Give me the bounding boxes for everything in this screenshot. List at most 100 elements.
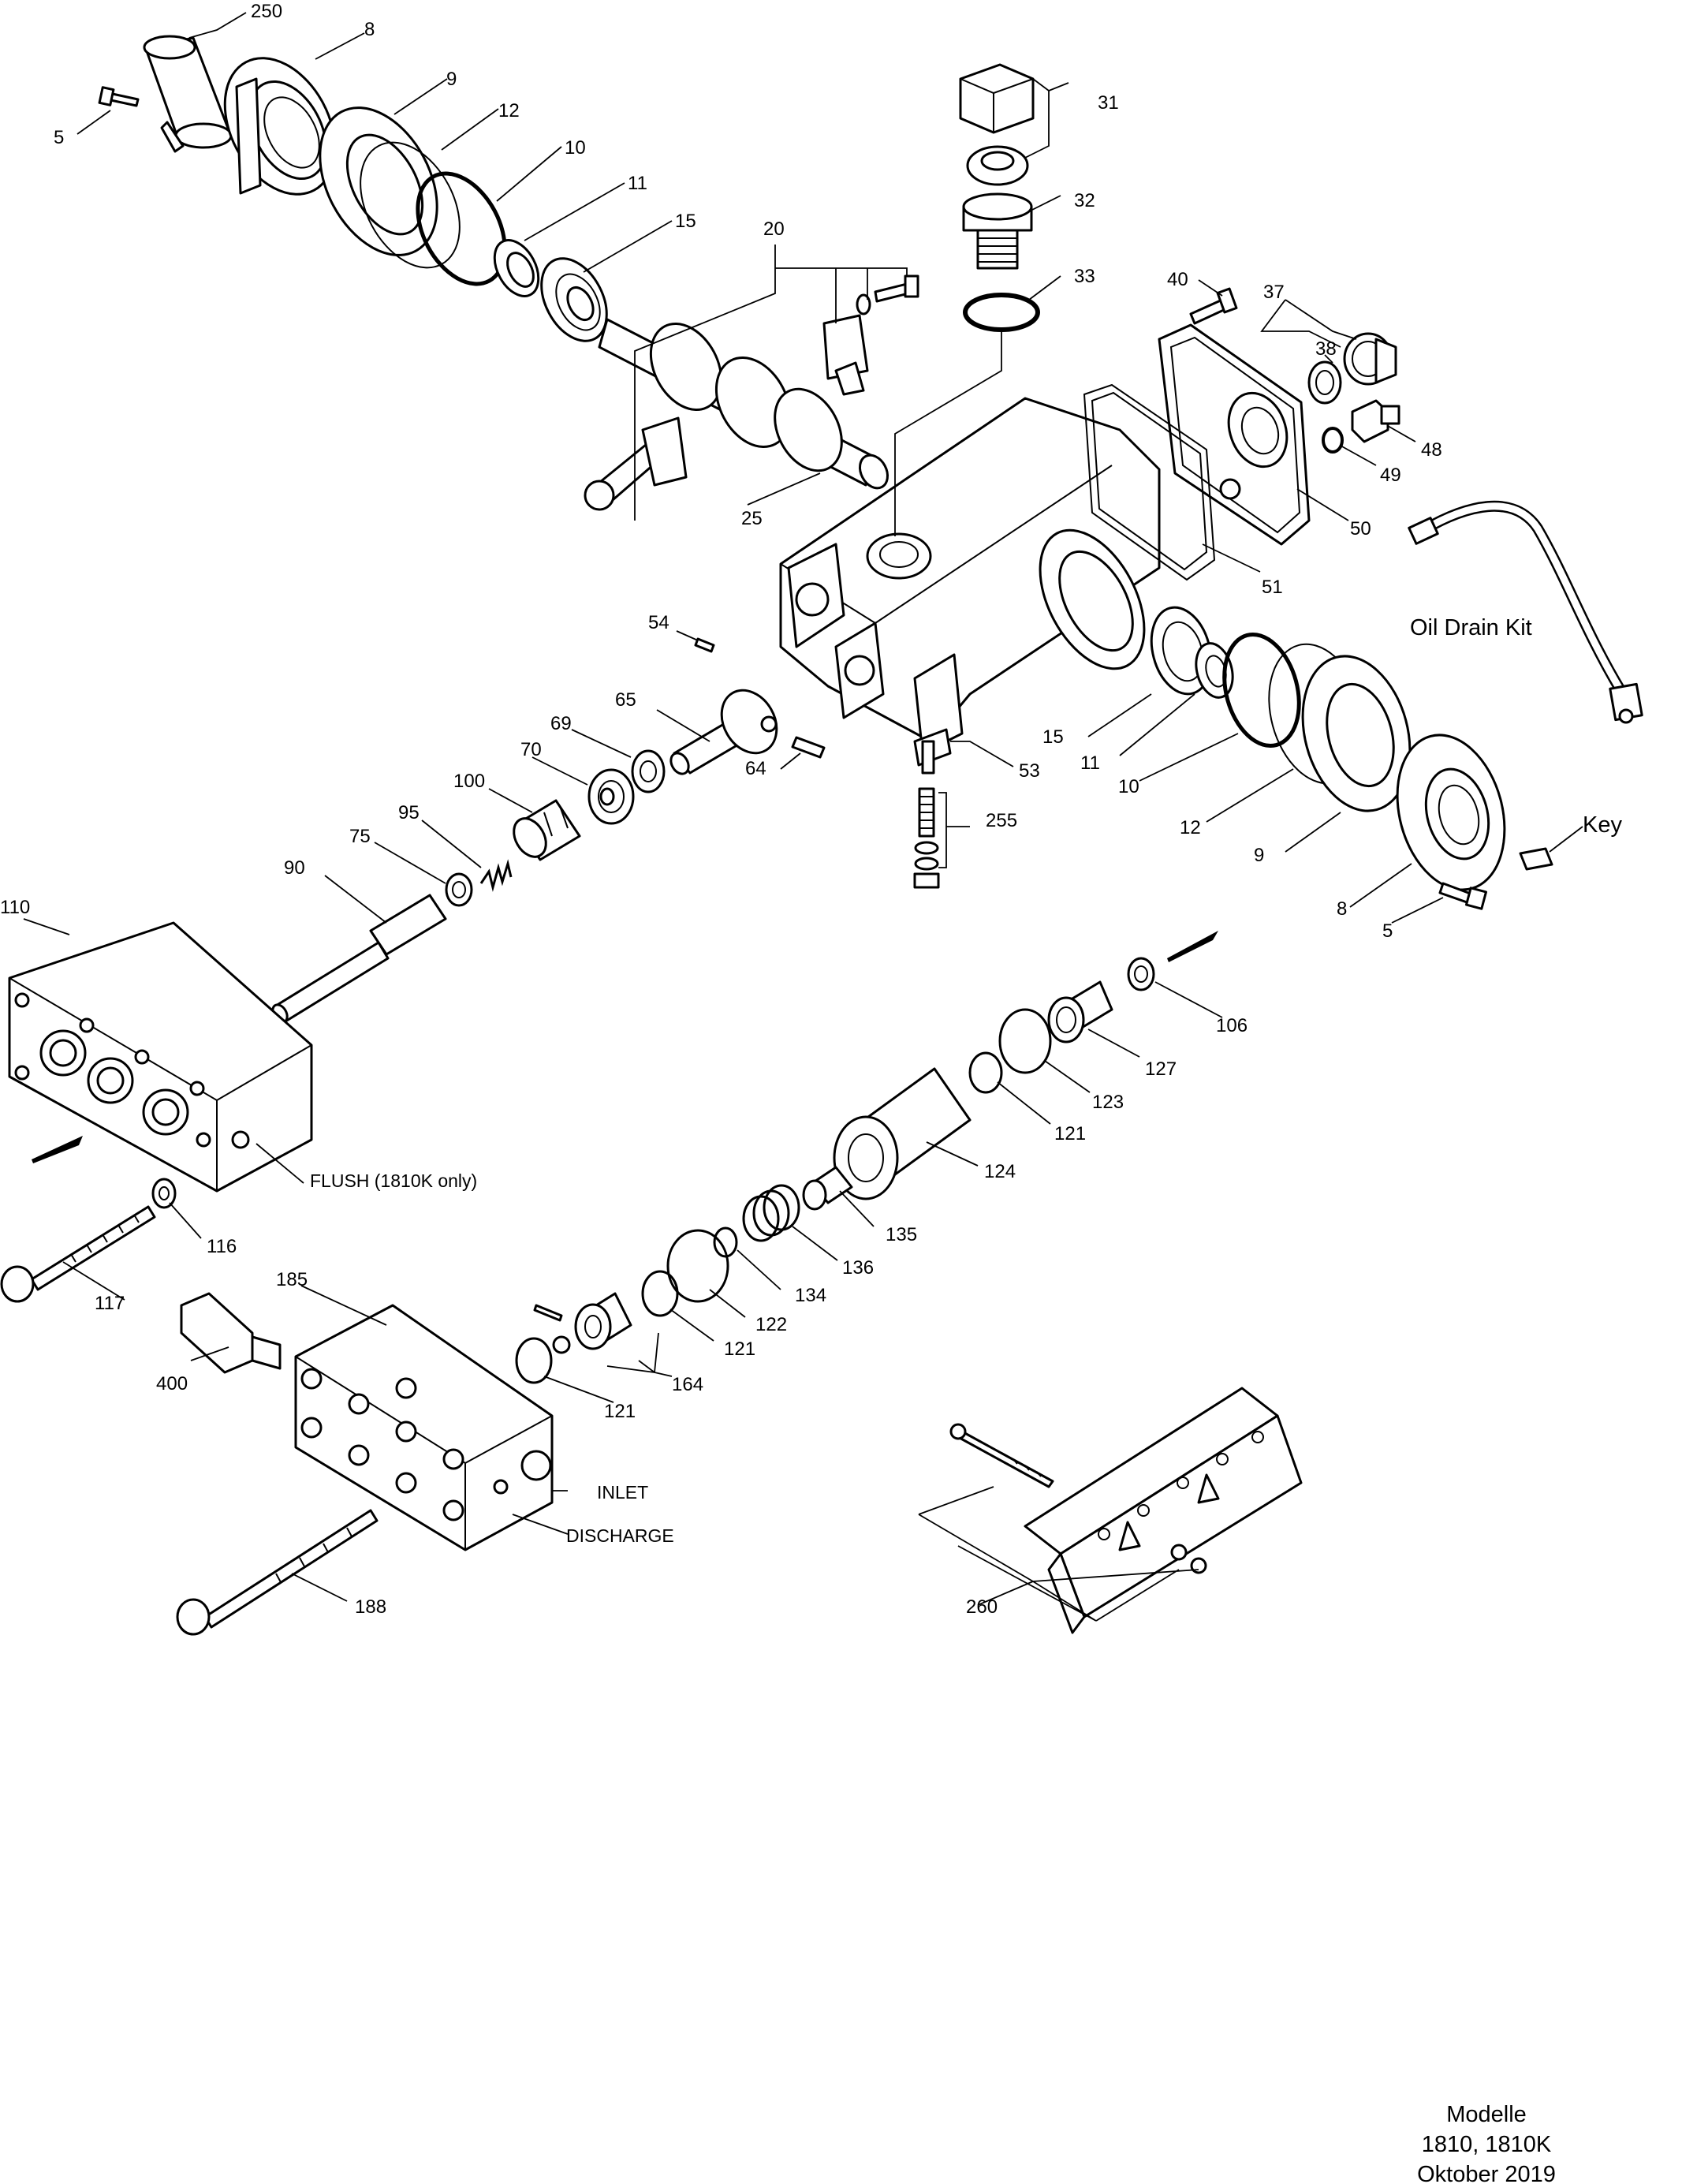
label-49: 49 bbox=[1380, 465, 1401, 486]
part-65-plunger-rod bbox=[669, 689, 778, 775]
label-65: 65 bbox=[615, 689, 636, 711]
part-15-bearing-top bbox=[540, 257, 608, 342]
part-49-seal bbox=[1322, 427, 1344, 454]
part-122-oring bbox=[666, 1229, 729, 1303]
part-135-seat bbox=[802, 1166, 853, 1211]
key-label: Key bbox=[1583, 812, 1622, 838]
part-48-drain-plug bbox=[1351, 399, 1400, 443]
part-127-sleeve bbox=[1047, 980, 1113, 1043]
label-121-a: 121 bbox=[1054, 1123, 1086, 1144]
part-255-stud-assembly bbox=[913, 787, 940, 889]
part-164-valve bbox=[533, 1292, 632, 1354]
label-10-right: 10 bbox=[1118, 776, 1139, 797]
label-38: 38 bbox=[1315, 338, 1337, 360]
part-250-cover-sleeve bbox=[143, 35, 233, 153]
label-25: 25 bbox=[741, 508, 763, 529]
label-116: 116 bbox=[207, 1236, 237, 1257]
part-136-spring bbox=[742, 1184, 800, 1242]
label-40: 40 bbox=[1167, 269, 1188, 290]
part-95-spring bbox=[479, 859, 513, 892]
part-9-gasket-right bbox=[1301, 655, 1412, 812]
label-32: 32 bbox=[1074, 190, 1095, 211]
label-50: 50 bbox=[1350, 518, 1371, 539]
label-106: 106 bbox=[1216, 1015, 1248, 1036]
part-40-bolt bbox=[1189, 287, 1238, 325]
part-51-rear-gasket bbox=[1083, 383, 1216, 581]
label-121-c: 121 bbox=[604, 1401, 636, 1422]
label-121-b: 121 bbox=[724, 1338, 755, 1360]
part-75-washer bbox=[445, 872, 473, 907]
label-53: 53 bbox=[1019, 760, 1040, 782]
part-10-oring-top bbox=[416, 171, 507, 286]
label-9-top: 9 bbox=[446, 69, 457, 90]
label-8-top: 8 bbox=[364, 19, 375, 40]
label-127: 127 bbox=[1145, 1058, 1177, 1080]
crankcase-body bbox=[779, 397, 1161, 767]
part-50-rear-cover bbox=[1158, 323, 1311, 546]
part-5-bolt-top bbox=[98, 86, 140, 107]
part-123-oring bbox=[998, 1008, 1052, 1074]
label-12-top: 12 bbox=[498, 100, 520, 121]
part-31-oil-cap bbox=[959, 63, 1035, 186]
label-54: 54 bbox=[648, 612, 669, 633]
part-121c-oring bbox=[515, 1337, 553, 1384]
part-188-bolt bbox=[176, 1509, 379, 1636]
footer-date: Oktober 2019 bbox=[1417, 2162, 1556, 2184]
part-117-bolt bbox=[0, 1205, 156, 1303]
label-31: 31 bbox=[1098, 92, 1119, 114]
label-12-right: 12 bbox=[1180, 817, 1201, 838]
label-164: 164 bbox=[672, 1374, 703, 1395]
label-70: 70 bbox=[520, 739, 542, 760]
label-64: 64 bbox=[745, 758, 766, 779]
part-185-manifold bbox=[294, 1304, 554, 1551]
label-122: 122 bbox=[755, 1314, 787, 1335]
label-8-right: 8 bbox=[1337, 898, 1347, 920]
label-90: 90 bbox=[284, 857, 305, 879]
oil-drain-kit bbox=[1408, 500, 1643, 724]
part-38-washer bbox=[1307, 360, 1342, 405]
part-116-washer bbox=[151, 1178, 177, 1209]
label-69: 69 bbox=[550, 713, 572, 734]
part-37-plug bbox=[1343, 332, 1397, 386]
label-20: 20 bbox=[763, 218, 785, 240]
label-117: 117 bbox=[95, 1293, 125, 1314]
part-5-bolt-right bbox=[1438, 882, 1488, 910]
label-51: 51 bbox=[1262, 577, 1283, 598]
part-20-crankshaft bbox=[584, 314, 889, 511]
part-106-ring bbox=[1127, 957, 1155, 991]
label-15-top: 15 bbox=[675, 211, 696, 232]
direction-arrow-left bbox=[32, 1136, 83, 1163]
footer-models-heading: Modelle bbox=[1446, 2102, 1527, 2127]
label-124: 124 bbox=[984, 1161, 1016, 1182]
label-11-top: 11 bbox=[628, 173, 647, 194]
label-136: 136 bbox=[842, 1257, 874, 1279]
part-11-seal-top bbox=[493, 239, 540, 297]
label-48: 48 bbox=[1421, 439, 1442, 461]
footer-block: Modelle 1810, 1810K Oktober 2019 bbox=[1417, 2102, 1556, 2184]
direction-arrow-right bbox=[1167, 931, 1218, 962]
label-10-top: 10 bbox=[565, 137, 586, 159]
label-260: 260 bbox=[966, 1596, 998, 1618]
part-260-mounting-rails bbox=[949, 1387, 1303, 1634]
oil-drain-kit-label: Oil Drain Kit bbox=[1410, 615, 1532, 640]
label-95: 95 bbox=[398, 802, 420, 823]
part-33-gasket bbox=[963, 293, 1040, 332]
label-188: 188 bbox=[355, 1596, 386, 1618]
label-5-right: 5 bbox=[1382, 920, 1393, 942]
label-9-right: 9 bbox=[1254, 845, 1264, 866]
discharge-port-label: DISCHARGE bbox=[566, 1525, 674, 1546]
label-185: 185 bbox=[276, 1269, 308, 1290]
part-110-manifold bbox=[8, 921, 313, 1193]
part-8-bearing-flange-top bbox=[223, 57, 337, 196]
annotations: Oil Drain Kit Key FLUSH (1810K only) INL… bbox=[310, 615, 1622, 1546]
label-110: 110 bbox=[0, 897, 30, 918]
label-123: 123 bbox=[1092, 1092, 1124, 1113]
part-90-plunger bbox=[271, 894, 447, 1024]
part-53-stud bbox=[921, 740, 935, 775]
label-33: 33 bbox=[1074, 266, 1095, 287]
label-5-top: 5 bbox=[54, 127, 64, 148]
part-69-ring bbox=[631, 749, 666, 793]
label-100: 100 bbox=[453, 771, 485, 792]
label-400: 400 bbox=[156, 1373, 188, 1394]
part-20-bolt bbox=[856, 274, 919, 315]
